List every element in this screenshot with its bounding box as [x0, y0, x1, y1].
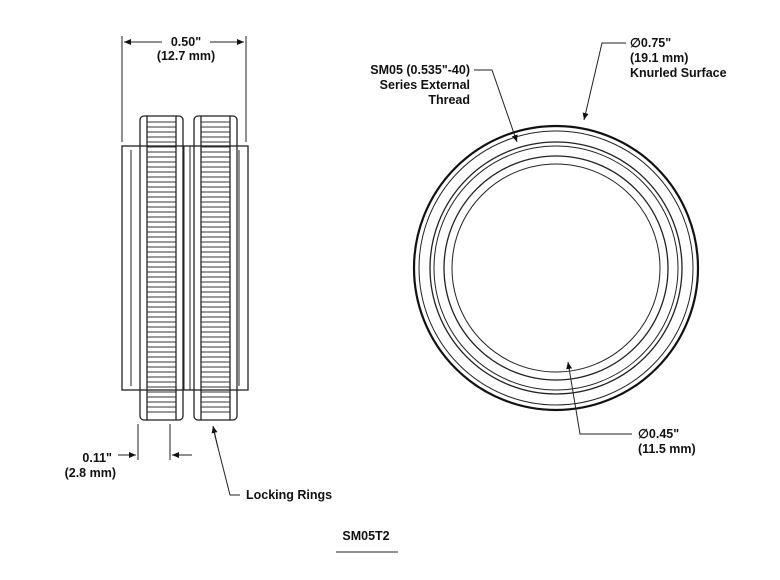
side-view: 0.50" (12.7 mm) 0.11" (2.8 mm) Locking R… — [65, 35, 333, 502]
bore-chamfer-circle — [443, 155, 669, 381]
inner-diameter-leader — [566, 361, 632, 435]
front-view: SM05 (0.535"-40) Series External Thread … — [370, 36, 726, 456]
outer-inner-edge — [418, 130, 694, 406]
outer-surface-label: Knurled Surface — [630, 66, 727, 80]
locking-rings-arrow — [211, 425, 219, 449]
gap-mm: (2.8 mm) — [65, 466, 116, 480]
locking-rings-leader — [212, 427, 240, 496]
width-mm: (12.7 mm) — [157, 49, 215, 63]
thread-root-circle — [433, 145, 679, 391]
gap-inches: 0.11" — [82, 451, 112, 465]
outer-diameter-mm: (19.1 mm) — [630, 51, 688, 65]
outer-diameter-inches: ∅0.75" — [630, 36, 671, 50]
inner-diameter-inches: ∅0.45" — [638, 427, 679, 441]
thread-leader — [474, 69, 518, 143]
inner-diameter-mm: (11.5 mm) — [638, 442, 696, 456]
outer-knurled-circle — [412, 124, 700, 412]
locking-ring-left — [139, 115, 184, 421]
inner-bore-circle — [451, 163, 661, 373]
thread-spec-line1: SM05 (0.535"-40) — [370, 63, 470, 77]
outer-diameter-leader — [582, 42, 626, 121]
locking-ring-right — [193, 115, 238, 421]
width-inches: 0.50" — [171, 35, 201, 49]
tube-body — [121, 145, 249, 391]
knurl-right — [201, 121, 230, 413]
thread-outer-circle — [429, 141, 683, 395]
thread-spec-line2: Series External — [380, 78, 470, 92]
part-number: SM05T2 — [342, 529, 389, 543]
locking-rings-label: Locking Rings — [246, 488, 332, 502]
knurl-left — [147, 121, 176, 413]
thread-spec-line3: Thread — [428, 93, 470, 107]
